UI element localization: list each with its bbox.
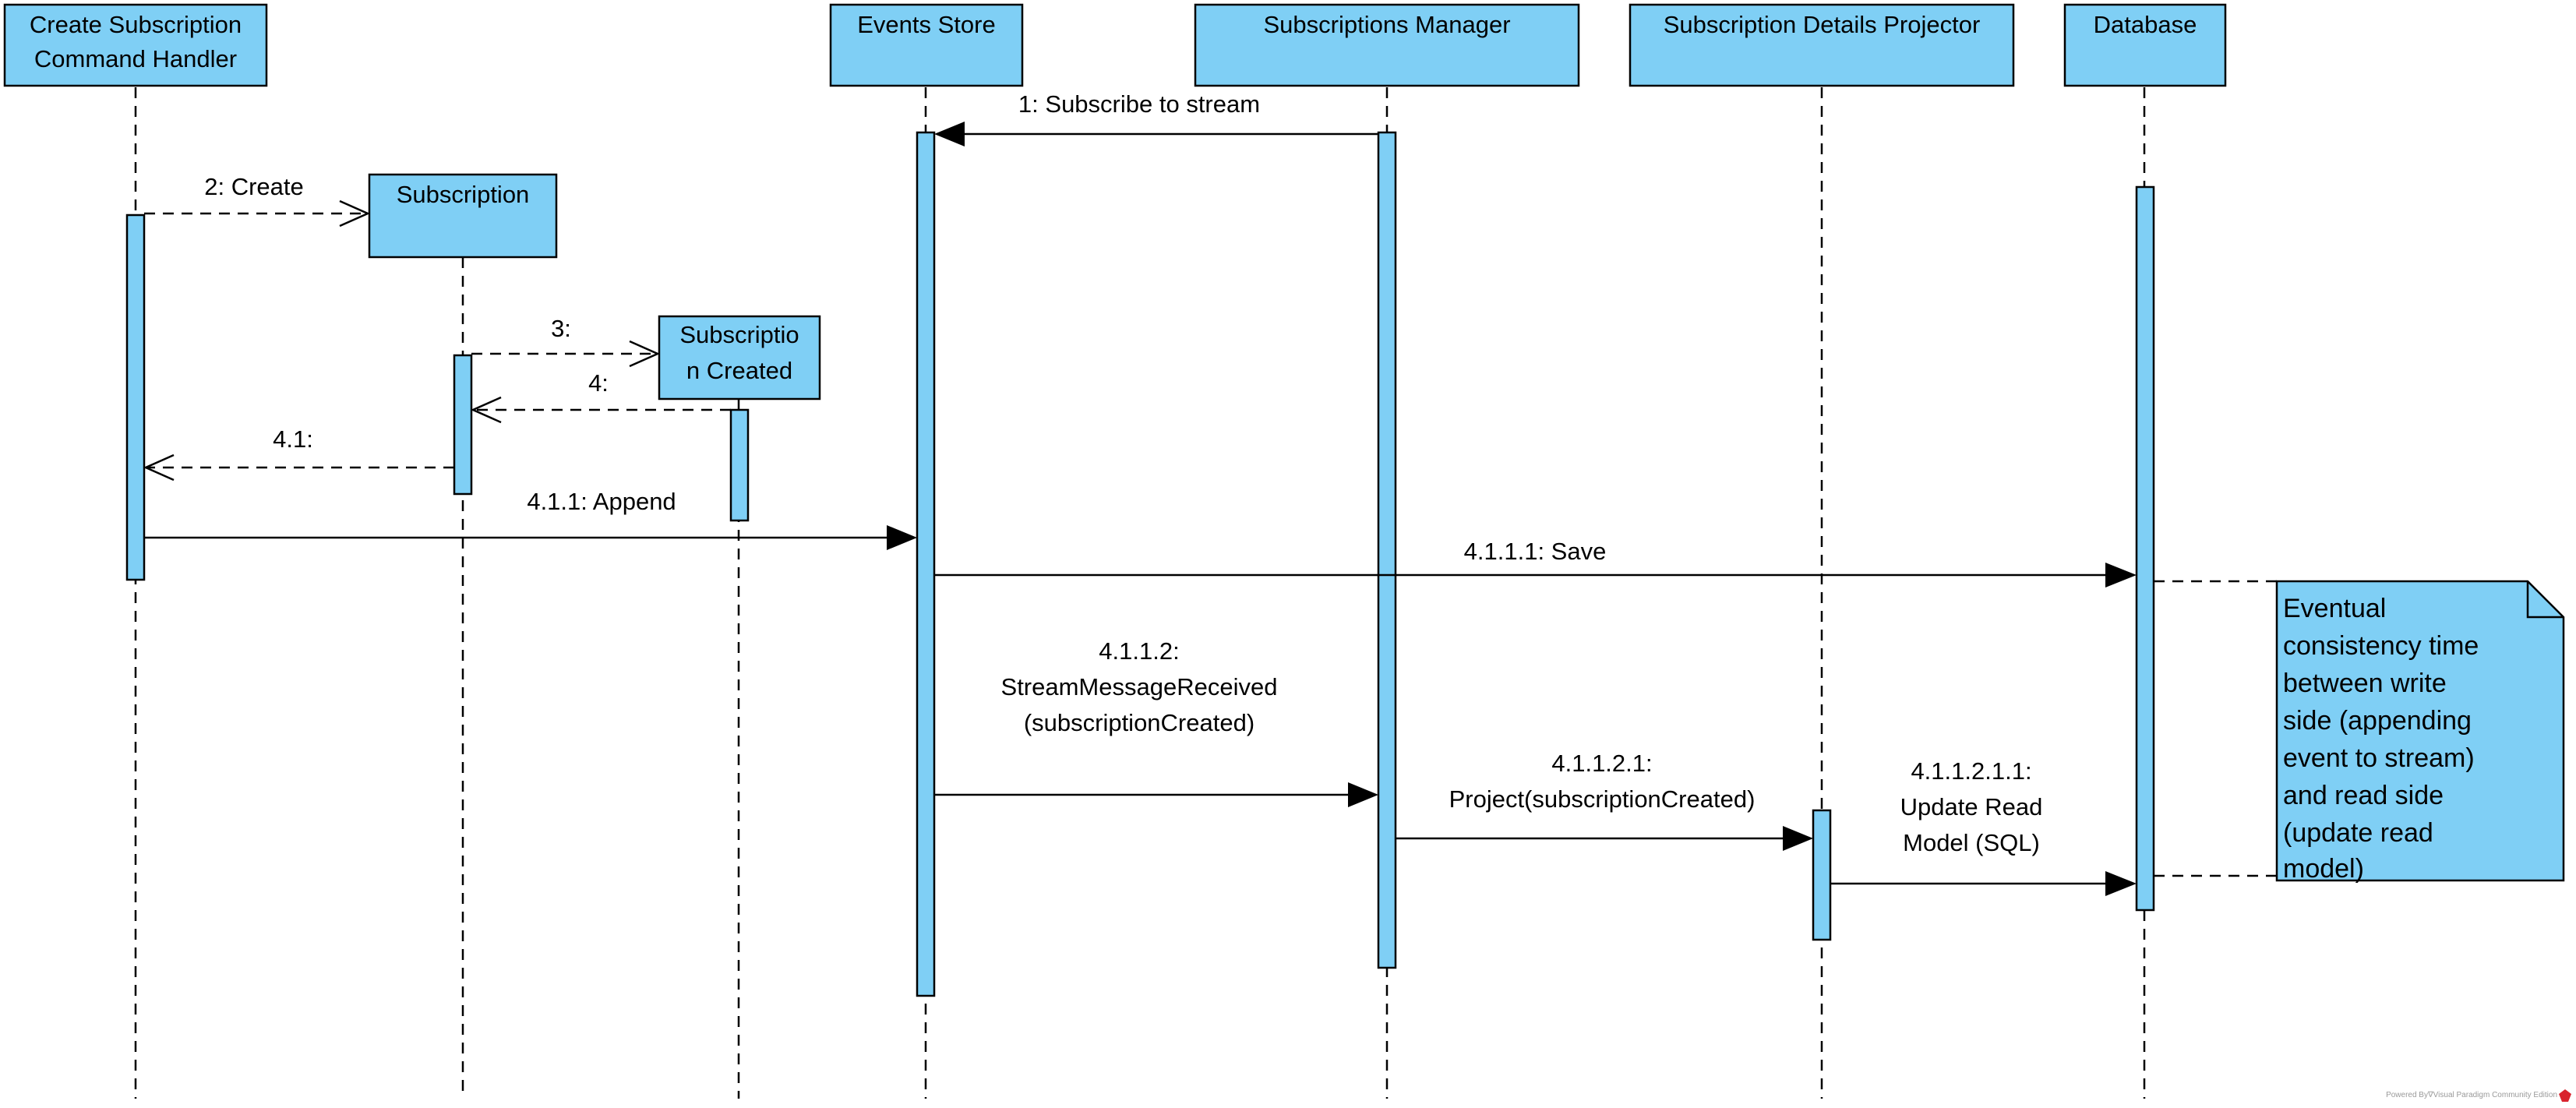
activation-eventsstore xyxy=(916,131,936,997)
lifeline-label-projector: Subscription Details Projector xyxy=(1664,11,1981,38)
message-4-1-1-1-label: 4.1.1.1: Save xyxy=(1464,538,1607,565)
activation-handler xyxy=(125,213,146,581)
lifeline-head-manager[interactable]: Subscriptions Manager xyxy=(1194,3,1580,87)
message-4-label: 4: xyxy=(588,369,609,397)
lifeline-label-subcreated: Subscriptio xyxy=(679,321,799,348)
visual-paradigm-logo-icon xyxy=(2559,1089,2571,1102)
note-line-4: side (appending xyxy=(2283,706,2472,736)
note-line-8: model) xyxy=(2283,854,2364,884)
footer-watermark: Powered By∇Visual Paradigm Community Edi… xyxy=(2386,1091,2557,1099)
message-4-1-1-2-label-3: (subscriptionCreated) xyxy=(1024,709,1254,736)
lifeline-head-projector[interactable]: Subscription Details Projector xyxy=(1629,3,2015,87)
message-4-1-1-2-1-1-update[interactable]: 4.1.1.2.1.1: Update Read Model (SQL) xyxy=(1830,757,2137,896)
note-line-1: Eventual xyxy=(2283,594,2386,623)
message-1-subscribe[interactable]: 1: Subscribe to stream xyxy=(934,90,1378,146)
activation-database xyxy=(2135,185,2155,912)
message-2-create[interactable]: 2: Create xyxy=(144,173,371,228)
note-line-5: event to stream) xyxy=(2283,743,2475,773)
lifeline-label-subcreated-2: n Created xyxy=(686,357,792,384)
message-4-1-1-2-1-1-label-1: 4.1.1.2.1.1: xyxy=(1911,757,2031,785)
message-4-1-1-2-1-project[interactable]: 4.1.1.2.1: Project(subscriptionCreated) xyxy=(1396,750,1813,851)
message-4-1-1-2-stream[interactable]: 4.1.1.2: StreamMessageReceived (subscrip… xyxy=(934,637,1378,807)
message-4-1-label: 4.1: xyxy=(273,425,313,453)
activation-projector xyxy=(1812,809,1832,941)
message-4-1[interactable]: 4.1: xyxy=(143,425,454,482)
message-4-1-1-2-1-1-label-3: Model (SQL) xyxy=(1903,829,2040,856)
message-4-1-1-2-label-1: 4.1.1.2: xyxy=(1099,637,1179,665)
message-1-label: 1: Subscribe to stream xyxy=(1018,90,1260,118)
lifeline-label-handler: Create Subscription xyxy=(30,11,242,38)
message-4[interactable]: 4: xyxy=(470,369,731,424)
message-4-1-1-label: 4.1.1: Append xyxy=(527,488,676,515)
note-line-3: between write xyxy=(2283,669,2447,698)
note-fold-corner xyxy=(2526,581,2564,619)
message-3[interactable]: 3: xyxy=(471,315,661,368)
message-4-1-1-2-1-label-2: Project(subscriptionCreated) xyxy=(1449,785,1756,813)
lifeline-label-eventsstore: Events Store xyxy=(857,11,995,38)
note-line-6: and read side xyxy=(2283,781,2444,810)
note-line-2: consistency time xyxy=(2283,631,2479,661)
lifeline-label-handler-2: Command Handler xyxy=(34,45,237,72)
lifeline-label-subscription: Subscription xyxy=(397,181,530,208)
lifeline-label-manager: Subscriptions Manager xyxy=(1263,11,1510,38)
note-line-7: (update read xyxy=(2283,818,2433,848)
message-4-1-1-2-label-2: StreamMessageReceived xyxy=(1001,673,1278,700)
lifeline-head-database[interactable]: Database xyxy=(2063,3,2227,87)
message-3-label: 3: xyxy=(551,315,571,342)
activation-subscription xyxy=(453,354,473,496)
message-4-1-1-append[interactable]: 4.1.1: Append xyxy=(144,488,917,550)
message-2-label: 2: Create xyxy=(204,173,304,200)
message-4-1-1-2-1-1-label-2: Update Read xyxy=(1900,793,2043,820)
activation-manager xyxy=(1377,131,1397,969)
lifeline-head-subcreated[interactable]: Subscriptio n Created xyxy=(658,315,821,401)
lifeline-label-database: Database xyxy=(2094,11,2197,38)
note-eventual-consistency[interactable]: Eventual consistency time between write … xyxy=(2154,580,2565,884)
lifeline-head-eventsstore[interactable]: Events Store xyxy=(829,3,1024,87)
message-4-1-1-2-1-label-1: 4.1.1.2.1: xyxy=(1551,750,1652,777)
activation-subcreated xyxy=(729,408,750,522)
message-4-1-1-1-save[interactable]: 4.1.1.1: Save xyxy=(934,538,2137,588)
note-body xyxy=(2275,580,2565,882)
lifeline-head-handler[interactable]: Create Subscription Command Handler xyxy=(3,3,268,87)
lifeline-head-subscription[interactable]: Subscription xyxy=(368,173,558,259)
